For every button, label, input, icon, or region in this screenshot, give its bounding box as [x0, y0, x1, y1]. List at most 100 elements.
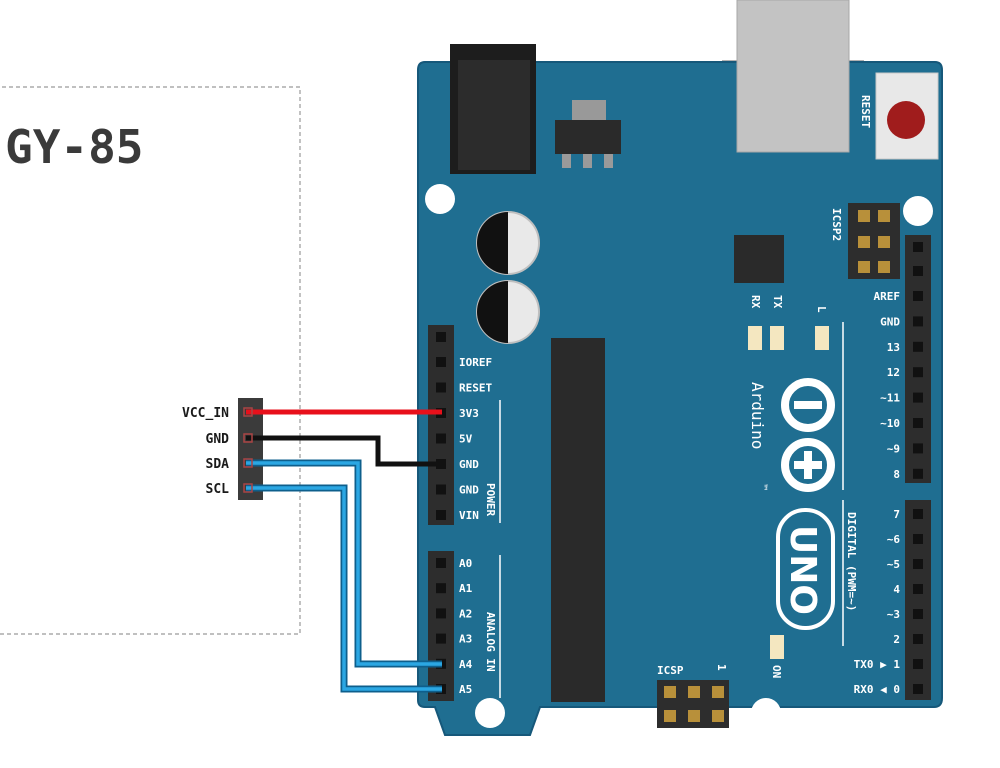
reset-label: RESET	[859, 95, 872, 128]
arduino-board: RESET ICSP2 TX RX L ON	[417, 0, 943, 736]
icsp-pin1-label: 1	[715, 664, 728, 671]
digital-header-bottom	[905, 500, 931, 700]
icsp2-header	[848, 203, 900, 279]
analog-pin-label: A3	[459, 633, 472, 646]
digital-top-pin	[913, 341, 923, 352]
digital-bottom-pin	[913, 609, 923, 619]
analog-pin-label: A1	[459, 582, 473, 595]
power-pin	[436, 484, 446, 495]
digital-bottom-pin-label: ~6	[887, 533, 901, 546]
brand-tm: ™	[757, 484, 768, 490]
digital-top-pin-label: 8	[893, 468, 900, 481]
arduino-logo	[781, 378, 835, 492]
on-led	[770, 635, 784, 659]
digital-top-pin-label: AREF	[874, 290, 901, 303]
digital-top-pin	[913, 443, 923, 454]
digital-bottom-pin-label: ~5	[887, 558, 900, 571]
on-label: ON	[770, 665, 783, 678]
power-pin-label: 3V3	[459, 407, 479, 420]
digital-bottom-pin	[913, 584, 923, 594]
analog-header	[428, 551, 454, 701]
wire-gnd	[246, 435, 442, 467]
module-pin-label-gnd: GND	[206, 432, 230, 447]
analog-pin-label: A5	[459, 683, 472, 696]
capacitor-1	[476, 211, 540, 275]
icsp-label: ICSP	[657, 664, 684, 677]
analog-group-label: ANALOG IN	[484, 612, 497, 672]
power-pin-label: 5V	[459, 433, 473, 446]
power-pin	[436, 433, 446, 444]
module-pin-label-sda: SDA	[206, 457, 230, 472]
module-pin	[243, 458, 253, 468]
analog-pin	[436, 633, 446, 644]
digital-bottom-pin-label: 4	[893, 583, 900, 596]
digital-bottom-pin-label: 7	[893, 508, 900, 521]
power-header	[428, 325, 454, 525]
mounting-hole	[475, 698, 505, 728]
mounting-hole	[751, 698, 781, 728]
digital-group-label: DIGITAL (PWM=~)	[845, 512, 858, 611]
digital-top-pin	[913, 266, 923, 276]
mounting-hole	[903, 196, 933, 226]
power-pin	[436, 510, 446, 520]
digital-bottom-pin	[913, 659, 923, 669]
pcb-body	[417, 61, 943, 736]
module-pin-label-vcc-in: VCC_IN	[182, 406, 229, 421]
icsp2-label: ICSP2	[830, 208, 843, 241]
gy85-outline	[0, 86, 301, 635]
icsp-header	[657, 680, 729, 728]
module-pin	[243, 433, 253, 443]
digital-bottom-pin-label: TX0 ▶ 1	[854, 658, 901, 671]
power-pin	[436, 332, 446, 342]
model-name: UNO	[782, 525, 823, 615]
capacitor-2	[476, 280, 540, 344]
module-pin-label-scl: SCL	[206, 482, 230, 497]
analog-pin-label: A4	[459, 658, 473, 671]
power-pin-label: GND	[459, 484, 479, 497]
power-pin	[436, 357, 446, 367]
tx-led	[770, 326, 784, 350]
analog-pin	[436, 608, 446, 619]
module-pin	[243, 483, 253, 493]
rx-label: RX	[749, 295, 762, 309]
analog-pin	[436, 583, 446, 594]
digital-top-pin-label: 12	[887, 366, 900, 379]
digital-bottom-pin	[913, 559, 923, 569]
digital-top-pin-label: ~9	[887, 442, 900, 455]
digital-top-pin	[913, 367, 923, 378]
power-pin-label: GND	[459, 458, 479, 471]
reset-button[interactable]	[875, 72, 939, 160]
l-led	[815, 326, 829, 350]
voltage-regulator	[572, 100, 606, 122]
module-title: GY-85	[5, 120, 143, 174]
digital-top-pin-label: ~10	[880, 417, 900, 430]
wires	[246, 409, 442, 693]
digital-top-pin	[913, 291, 923, 301]
analog-pin	[436, 558, 446, 568]
digital-top-pin	[913, 242, 923, 252]
atmega-chip	[551, 338, 605, 702]
digital-top-pin-label: GND	[880, 315, 900, 328]
uno-badge	[776, 508, 835, 630]
digital-top-pin-label: ~11	[880, 392, 900, 405]
brand-name: Arduino	[748, 382, 767, 449]
analog-pin-label: A2	[459, 607, 472, 620]
digital-top-pin-label: 13	[887, 341, 900, 354]
mounting-hole	[425, 184, 455, 214]
digital-bottom-pin	[913, 634, 923, 644]
digital-header-top	[905, 235, 931, 483]
digital-top-pin	[913, 468, 923, 479]
digital-top-pin	[913, 392, 923, 403]
digital-bottom-pin-label: RX0 ◀ 0	[854, 683, 900, 696]
tx-label: TX	[771, 295, 784, 309]
usb-chip	[734, 235, 784, 283]
digital-bottom-pin	[913, 534, 923, 544]
digital-top-pin	[913, 418, 923, 428]
digital-bottom-pin	[913, 509, 923, 519]
power-pin-label: RESET	[459, 382, 492, 395]
power-pin-label: VIN	[459, 509, 479, 522]
rx-led	[748, 326, 762, 350]
power-pin-label: IOREF	[459, 356, 492, 369]
digital-bottom-pin	[913, 684, 923, 694]
